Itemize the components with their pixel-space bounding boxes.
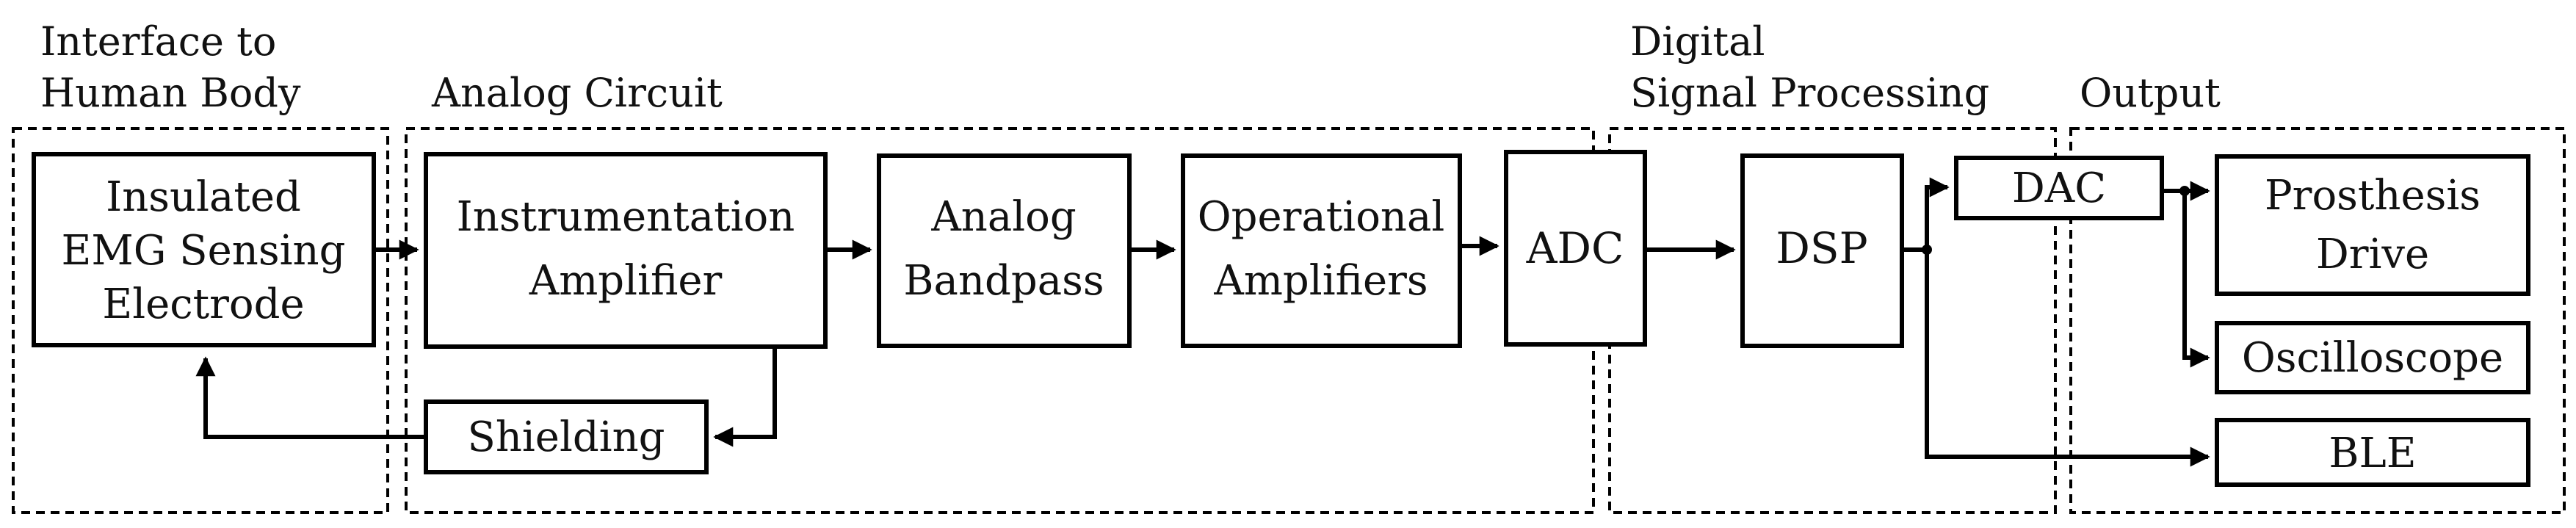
block-electrode-line3: Electrode [102,281,304,328]
group-analog-circuit [405,127,1595,514]
block-electrode [32,152,376,347]
block-electrode-line1: Insulated [106,173,301,221]
block-dac [1954,156,2164,220]
wire-instr-amp-to-shielding [713,347,777,447]
wire-dsp-to-ble [1925,250,2210,467]
block-instrumentation-amplifier [424,152,828,349]
block-adc [1504,150,1647,347]
block-shielding [424,399,709,474]
block-instr-amp-line1: Instrumentation [457,193,795,241]
block-operational-amplifiers [1181,153,1462,348]
block-prosthesis-line2: Drive [2316,231,2429,278]
block-opamps-line2: Amplifiers [1213,257,1428,305]
group-title-dsp-line2: Signal Processing [1630,70,1989,116]
block-opamps-line1: Operational [1198,193,1445,241]
group-title-human-line1: Interface to [40,18,276,65]
block-ble-label: BLE [2329,430,2416,477]
block-oscilloscope [2215,321,2530,394]
group-digital-signal-processing [1608,127,2057,514]
block-oscilloscope-label: Oscilloscope [2242,334,2503,382]
block-instr-amp-line2: Amplifier [529,257,723,305]
block-bandpass-line2: Bandpass [903,257,1104,305]
block-dac-label: DAC [2012,164,2106,212]
group-title-output: Output [2080,70,2221,116]
group-output [2069,127,2566,514]
wire-shielding-to-electrode [195,356,424,439]
group-title-analog: Analog Circuit [431,70,723,116]
block-dsp [1740,153,1904,348]
block-analog-bandpass [877,153,1132,348]
group-title-human-line2: Human Body [40,70,301,116]
block-adc-label: ADC [1526,223,1624,273]
block-prosthesis-drive [2215,154,2530,296]
block-bandpass-line1: Analog [930,193,1076,241]
block-prosthesis-line1: Prosthesis [2265,172,2481,220]
group-human-body [12,127,389,514]
wire-dac-to-oscilloscope [2182,191,2210,368]
group-title-dsp-line1: Digital [1630,18,1765,65]
block-electrode-line2: EMG Sensing [62,227,346,275]
wire-dsp-to-dac [1925,177,1950,250]
block-dsp-label: DSP [1776,223,1867,273]
block-ble [2215,418,2530,487]
block-shielding-label: Shielding [467,413,665,461]
